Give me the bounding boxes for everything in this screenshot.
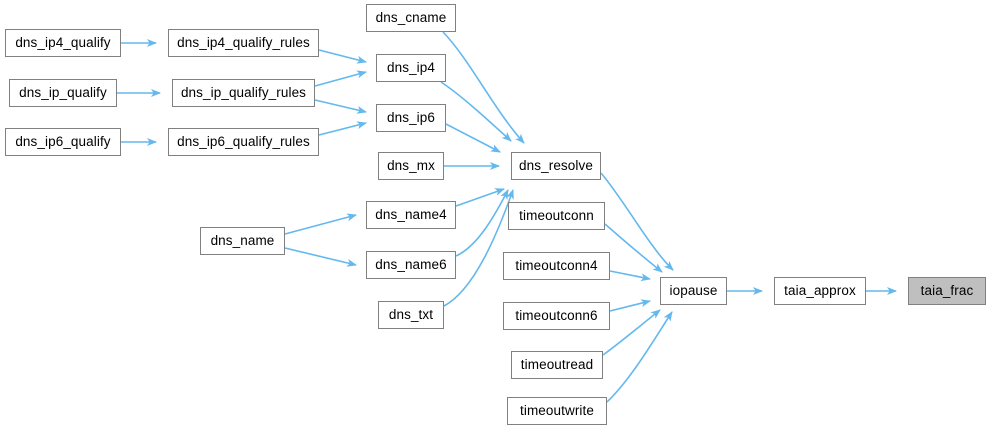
node-timeoutconn[interactable]: timeoutconn (508, 202, 605, 230)
edge-timeoutconn4-to-iopause (609, 270, 651, 282)
edge-dns_name4-to-dns_resolve (455, 188, 505, 207)
node-label-dns_ip4_qualify_rules: dns_ip4_qualify_rules (177, 35, 310, 51)
edge-timeoutread-to-iopause (602, 309, 661, 356)
node-dns_resolve[interactable]: dns_resolve (511, 152, 601, 180)
node-dns_name6[interactable]: dns_name6 (366, 251, 456, 279)
node-label-dns_txt: dns_txt (388, 307, 434, 323)
node-label-timeoutread: timeoutread (520, 357, 594, 373)
node-label-timeoutconn4: timeoutconn4 (515, 258, 598, 274)
node-dns_ip_qualify[interactable]: dns_ip_qualify (9, 79, 117, 107)
node-dns_mx[interactable]: dns_mx (378, 152, 444, 180)
edge-dns_ip6-to-dns_resolve (445, 123, 501, 153)
node-label-dns_ip6: dns_ip6 (387, 110, 435, 126)
node-label-taia_approx: taia_approx (784, 283, 856, 299)
node-timeoutconn6[interactable]: timeoutconn6 (503, 302, 610, 330)
node-label-taia_frac: taia_frac (920, 283, 974, 299)
edge-timeoutwrite-to-iopause (606, 311, 673, 403)
node-label-dns_ip4: dns_ip4 (387, 60, 435, 76)
edge-dns_ip_qualify_rules-to-dns_ip6 (314, 99, 367, 114)
node-iopause[interactable]: iopause (660, 277, 727, 305)
node-label-dns_ip6_qualify_rules: dns_ip6_qualify_rules (177, 134, 310, 150)
node-label-dns_ip4_qualify: dns_ip4_qualify (15, 35, 111, 51)
node-dns_ip6_qualify[interactable]: dns_ip6_qualify (5, 128, 121, 156)
node-dns_ip4[interactable]: dns_ip4 (376, 54, 446, 82)
edge-dns_ip6_qualify_rules-to-dns_ip6 (318, 121, 367, 136)
node-dns_ip_qualify_rules[interactable]: dns_ip_qualify_rules (172, 79, 315, 107)
node-label-timeoutwrite: timeoutwrite (520, 403, 594, 419)
node-label-dns_ip_qualify: dns_ip_qualify (19, 85, 107, 101)
node-label-iopause: iopause (669, 283, 718, 299)
node-dns_ip4_qualify[interactable]: dns_ip4_qualify (5, 29, 121, 57)
node-label-timeoutconn6: timeoutconn6 (515, 308, 598, 324)
node-dns_ip4_qualify_rules[interactable]: dns_ip4_qualify_rules (168, 29, 319, 57)
node-dns_name[interactable]: dns_name (200, 227, 285, 255)
node-label-dns_name4: dns_name4 (375, 207, 447, 223)
node-taia_frac[interactable]: taia_frac (908, 277, 986, 305)
node-dns_name4[interactable]: dns_name4 (366, 201, 456, 229)
edge-dns_ip4_qualify_rules-to-dns_ip4 (318, 49, 367, 64)
edge-dns_ip4-to-dns_resolve (440, 81, 512, 142)
edge-dns_ip_qualify_rules-to-dns_ip4 (314, 70, 367, 87)
node-label-timeoutconn: timeoutconn (519, 208, 594, 224)
node-dns_txt[interactable]: dns_txt (378, 301, 444, 329)
node-label-dns_cname: dns_cname (375, 10, 447, 26)
edge-dns_name-to-dns_name6 (284, 247, 357, 267)
edge-timeoutconn6-to-iopause (609, 299, 651, 312)
edge-dns_resolve-to-iopause (600, 172, 674, 271)
node-dns_ip6[interactable]: dns_ip6 (376, 104, 446, 132)
node-label-dns_resolve: dns_resolve (519, 158, 593, 174)
edge-dns_name-to-dns_name4 (284, 213, 357, 235)
node-label-dns_ip_qualify_rules: dns_ip_qualify_rules (180, 85, 307, 101)
edge-dns_name6-to-dns_resolve (455, 189, 509, 257)
node-dns_ip6_qualify_rules[interactable]: dns_ip6_qualify_rules (168, 128, 319, 156)
node-dns_cname[interactable]: dns_cname (366, 4, 456, 32)
node-label-dns_mx: dns_mx (387, 158, 435, 174)
node-timeoutread[interactable]: timeoutread (511, 351, 603, 379)
node-label-dns_ip6_qualify: dns_ip6_qualify (15, 134, 111, 150)
node-timeoutconn4[interactable]: timeoutconn4 (503, 252, 610, 280)
node-label-dns_name: dns_name (210, 233, 275, 249)
edge-timeoutconn-to-iopause (604, 223, 663, 273)
node-taia_approx[interactable]: taia_approx (774, 277, 866, 305)
node-timeoutwrite[interactable]: timeoutwrite (507, 397, 607, 425)
node-label-dns_name6: dns_name6 (375, 257, 447, 273)
edge-dns_cname-to-dns_resolve (442, 31, 525, 144)
